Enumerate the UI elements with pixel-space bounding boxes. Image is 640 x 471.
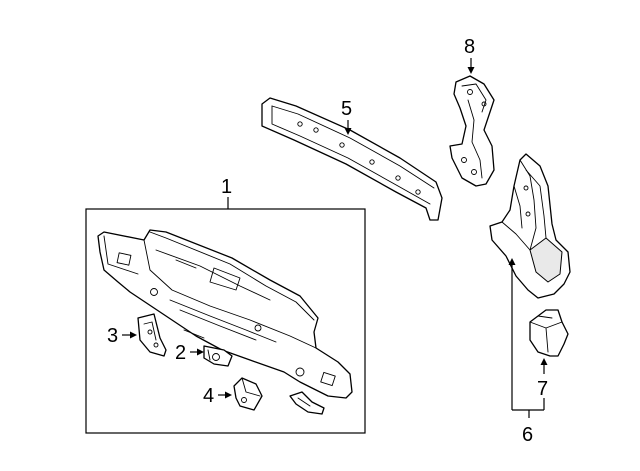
part-7-bracket bbox=[529, 309, 569, 357]
callout-2: 2 bbox=[175, 342, 186, 364]
callout-7: 7 bbox=[537, 378, 548, 400]
rear-body-panel bbox=[97, 229, 353, 399]
part-4-bracket bbox=[233, 377, 263, 411]
part-6-quarter-panel bbox=[489, 153, 571, 299]
small-bracket bbox=[289, 391, 325, 415]
part-3-bracket bbox=[137, 313, 167, 357]
part-2-clip bbox=[203, 345, 233, 367]
callout-3: 3 bbox=[107, 325, 118, 347]
part-5-reinforcement bbox=[261, 97, 443, 221]
callout-5: 5 bbox=[341, 98, 352, 120]
callout-8: 8 bbox=[464, 36, 475, 58]
callout-4: 4 bbox=[203, 385, 214, 407]
callout-6: 6 bbox=[522, 424, 533, 446]
assembly-box bbox=[85, 208, 366, 434]
callout-1: 1 bbox=[221, 176, 232, 198]
part-8-bracket bbox=[449, 75, 495, 187]
